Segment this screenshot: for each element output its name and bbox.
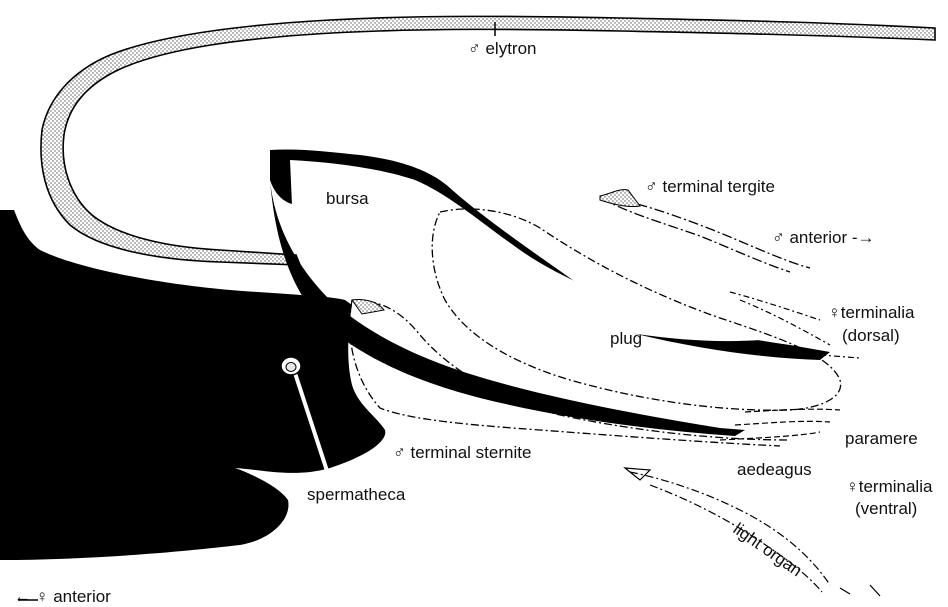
- female-anterior-label: ← ♀ anterior: [14, 588, 111, 605]
- bursa-label: bursa: [326, 190, 369, 207]
- paramere-label: paramere: [845, 430, 918, 447]
- dorsal-label: (dorsal): [842, 327, 900, 344]
- female-terminalia-dorsal-label: ♀terminalia: [828, 304, 914, 321]
- ventral-label: (ventral): [855, 500, 917, 517]
- tergite-tip: [600, 190, 640, 207]
- female-terminalia-ventral-label: ♀terminalia: [846, 478, 932, 495]
- aedeagus-lines: [720, 409, 840, 440]
- female-body-shape: [0, 210, 385, 560]
- sternite-stipple: [352, 299, 384, 314]
- terminal-tergite-label: ♂ terminal tergite: [645, 178, 775, 195]
- spermatheca-label: spermatheca: [307, 486, 405, 503]
- male-anterior-label: ♂ anterior -→: [772, 229, 875, 246]
- aedeagus-label: aedeagus: [737, 461, 812, 478]
- plug-label: plug: [610, 330, 642, 347]
- elytron-label: ♂ elytron: [468, 40, 537, 57]
- terminal-sternite-label: ♂ terminal sternite: [393, 444, 531, 461]
